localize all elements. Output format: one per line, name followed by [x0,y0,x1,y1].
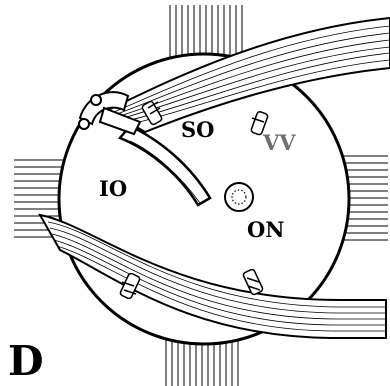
label-io: IO [99,178,127,199]
optic-nerve-head [225,183,253,211]
label-vv: VV [263,132,296,153]
label-on: ON [247,219,285,240]
label-so: SO [181,119,214,140]
panel-letter: D [8,341,44,382]
